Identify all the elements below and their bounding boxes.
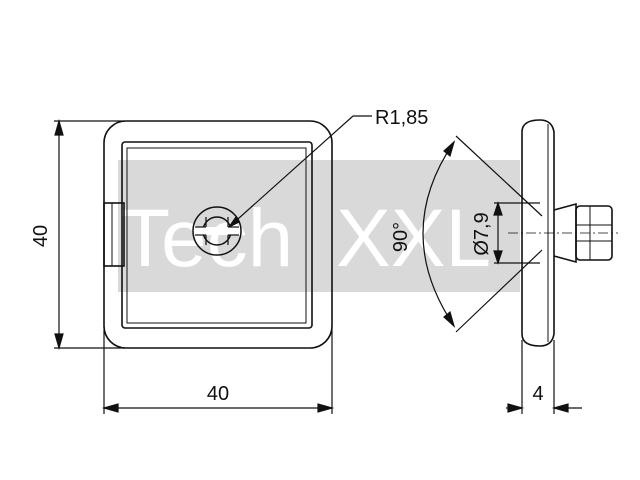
angle-dimension [422,135,543,333]
front-view [103,120,333,349]
arrow-top [493,201,503,216]
thickness-dimension [506,340,582,414]
watermark: Tech XXL [118,160,520,292]
angle-ext-bottom [455,249,543,333]
diameter-dimension [493,201,540,265]
width-label: 40 [207,383,229,405]
angle-arrow-top [443,140,456,158]
plate-inset [126,147,307,324]
height-dimension [54,118,124,351]
leader-arrow [228,215,240,228]
watermark-text-xxl: XXL [336,193,491,284]
diameter-label: Ø7,9 [471,212,493,255]
arrow-bottom [54,333,64,351]
angle-ext-top [455,135,543,217]
arrow-right [317,403,335,413]
radius-leader [228,115,372,228]
watermark-band [118,160,520,292]
hole-outer-circle [192,206,242,256]
thickness-label: 4 [532,383,543,405]
inner-plate [121,141,313,329]
angle-label: 90° [390,222,412,252]
watermark-text-tech: Tech [120,193,293,284]
angle-arrow-bottom [443,310,456,328]
leader-line [228,115,354,228]
height-label: 40 [30,225,52,247]
angle-arc [422,141,455,327]
cap-plate [521,119,555,347]
arrow-left [507,403,525,413]
arrow-right [551,403,569,413]
arrow-top [54,118,64,136]
arrow-left [101,403,119,413]
hole-slot-gap [195,227,239,235]
width-dimension [101,330,335,414]
side-tab [103,202,125,267]
radius-label: R1,85 [375,107,428,129]
arrow-bottom [493,250,503,265]
center-hole [192,206,242,256]
